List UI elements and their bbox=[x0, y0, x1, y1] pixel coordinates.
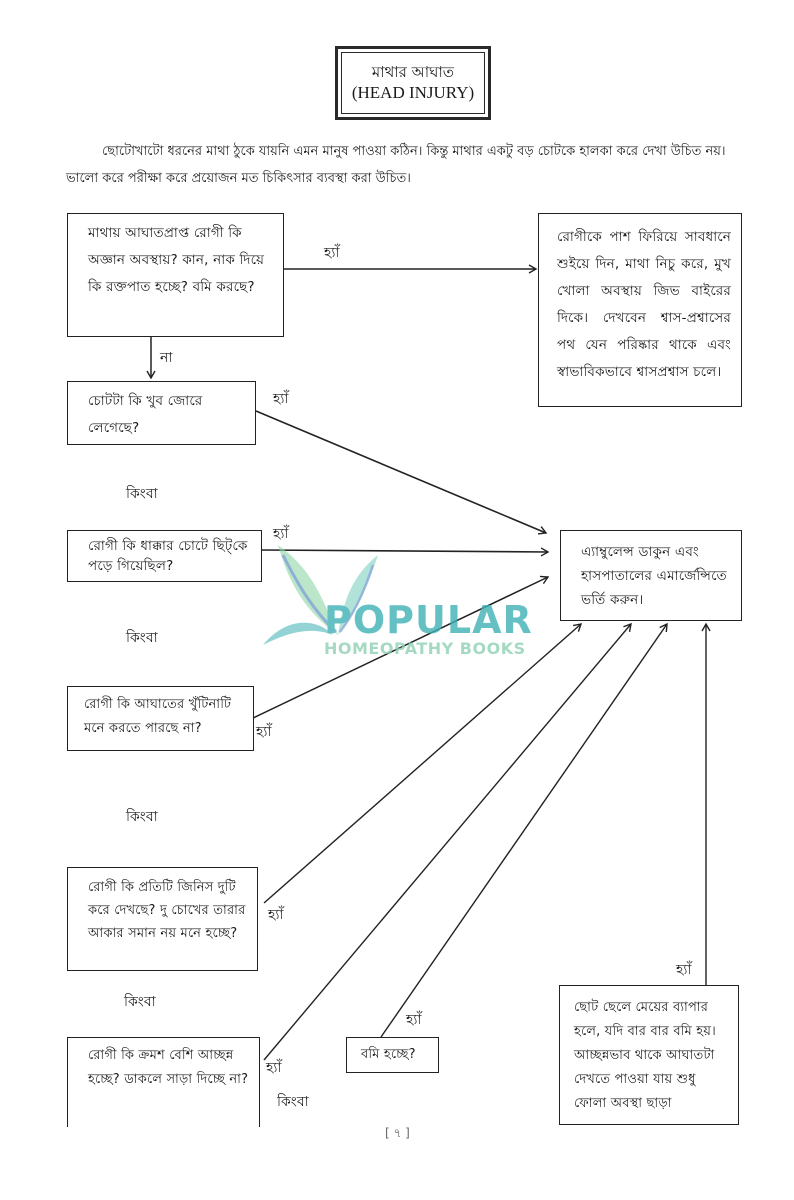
label-yes-2: হ্যাঁ bbox=[273, 391, 289, 407]
question-unconscious-box: মাথায় আঘাতপ্রাপ্ত রোগী কি অজ্ঞান অবস্থা… bbox=[67, 213, 284, 337]
title-bengali: মাথার আঘাত bbox=[371, 63, 455, 81]
title-english: (HEAD INJURY) bbox=[351, 83, 475, 102]
label-yes-4: হ্যাঁ bbox=[256, 724, 272, 740]
intro-paragraph: ছোটোখাটো ধরনের মাথা ঠুকে যায়নি এমন মানু… bbox=[66, 138, 756, 192]
label-or-4: কিংবা bbox=[124, 994, 156, 1010]
question-memory-box: রোগী কি আঘাতের খুঁটিনাটি মনে করতে পারছে … bbox=[67, 686, 254, 751]
watermark-subtitle: HOMEOPATHY BOOKS bbox=[324, 639, 526, 658]
leaf-logo-icon bbox=[263, 545, 378, 645]
watermark-brand: POPULAR bbox=[324, 598, 533, 642]
question-drowsy-box: রোগী কি ক্রমশ বেশি আচ্ছন্ন হচ্ছে? ডাকলে … bbox=[67, 1037, 260, 1127]
label-yes-8: হ্যাঁ bbox=[676, 962, 692, 978]
label-yes-3: হ্যাঁ bbox=[273, 526, 289, 542]
label-or-5: কিংবা bbox=[277, 1094, 309, 1110]
label-or-2: কিংবা bbox=[126, 630, 158, 646]
note-children-box: ছোট ছেলে মেয়ের ব্যাপার হলে, যদি বার বার… bbox=[559, 985, 739, 1125]
page-number: [ ৭ ] bbox=[385, 1126, 410, 1140]
label-or-1: কিংবা bbox=[126, 486, 158, 502]
label-yes-6: হ্যাঁ bbox=[266, 1060, 282, 1076]
label-yes-1: হ্যাঁ bbox=[324, 245, 340, 261]
action-recovery-position-box: রোগীকে পাশ ফিরিয়ে সাবধানে শুইয়ে দিন, ম… bbox=[538, 213, 742, 407]
label-or-3: কিংবা bbox=[126, 809, 158, 825]
watermark: POPULAR HOMEOPATHY BOOKS bbox=[258, 540, 558, 670]
intro-line-2: ভালো করে পরীক্ষা করে প্রয়োজন মত চিকিৎসা… bbox=[66, 171, 411, 186]
action-ambulance-box: এ্যাম্বুলেন্স ডাকুন এবং হাসপাতালের এমার্… bbox=[560, 530, 742, 621]
label-no: না bbox=[160, 350, 173, 366]
question-severe-hit-box: চোটটা কি খুব জোরে লেগেছে? bbox=[67, 381, 256, 445]
question-vomiting-box: বমি হচ্ছে? bbox=[346, 1037, 439, 1073]
question-thrown-box: রোগী কি ধাক্কার চোটে ছিট্‌কে পড়ে গিয়েছ… bbox=[67, 530, 262, 582]
title-inner: মাথার আঘাত (HEAD INJURY) bbox=[341, 52, 485, 114]
intro-line-1: ছোটোখাটো ধরনের মাথা ঠুকে যায়নি এমন মানু… bbox=[102, 144, 726, 159]
question-double-vision-box: রোগী কি প্রতিটি জিনিস দুটি করে দেখছে? দু… bbox=[67, 867, 258, 971]
title-box: মাথার আঘাত (HEAD INJURY) bbox=[335, 46, 491, 120]
label-yes-7: হ্যাঁ bbox=[406, 1012, 422, 1028]
label-yes-5: হ্যাঁ bbox=[268, 907, 284, 923]
